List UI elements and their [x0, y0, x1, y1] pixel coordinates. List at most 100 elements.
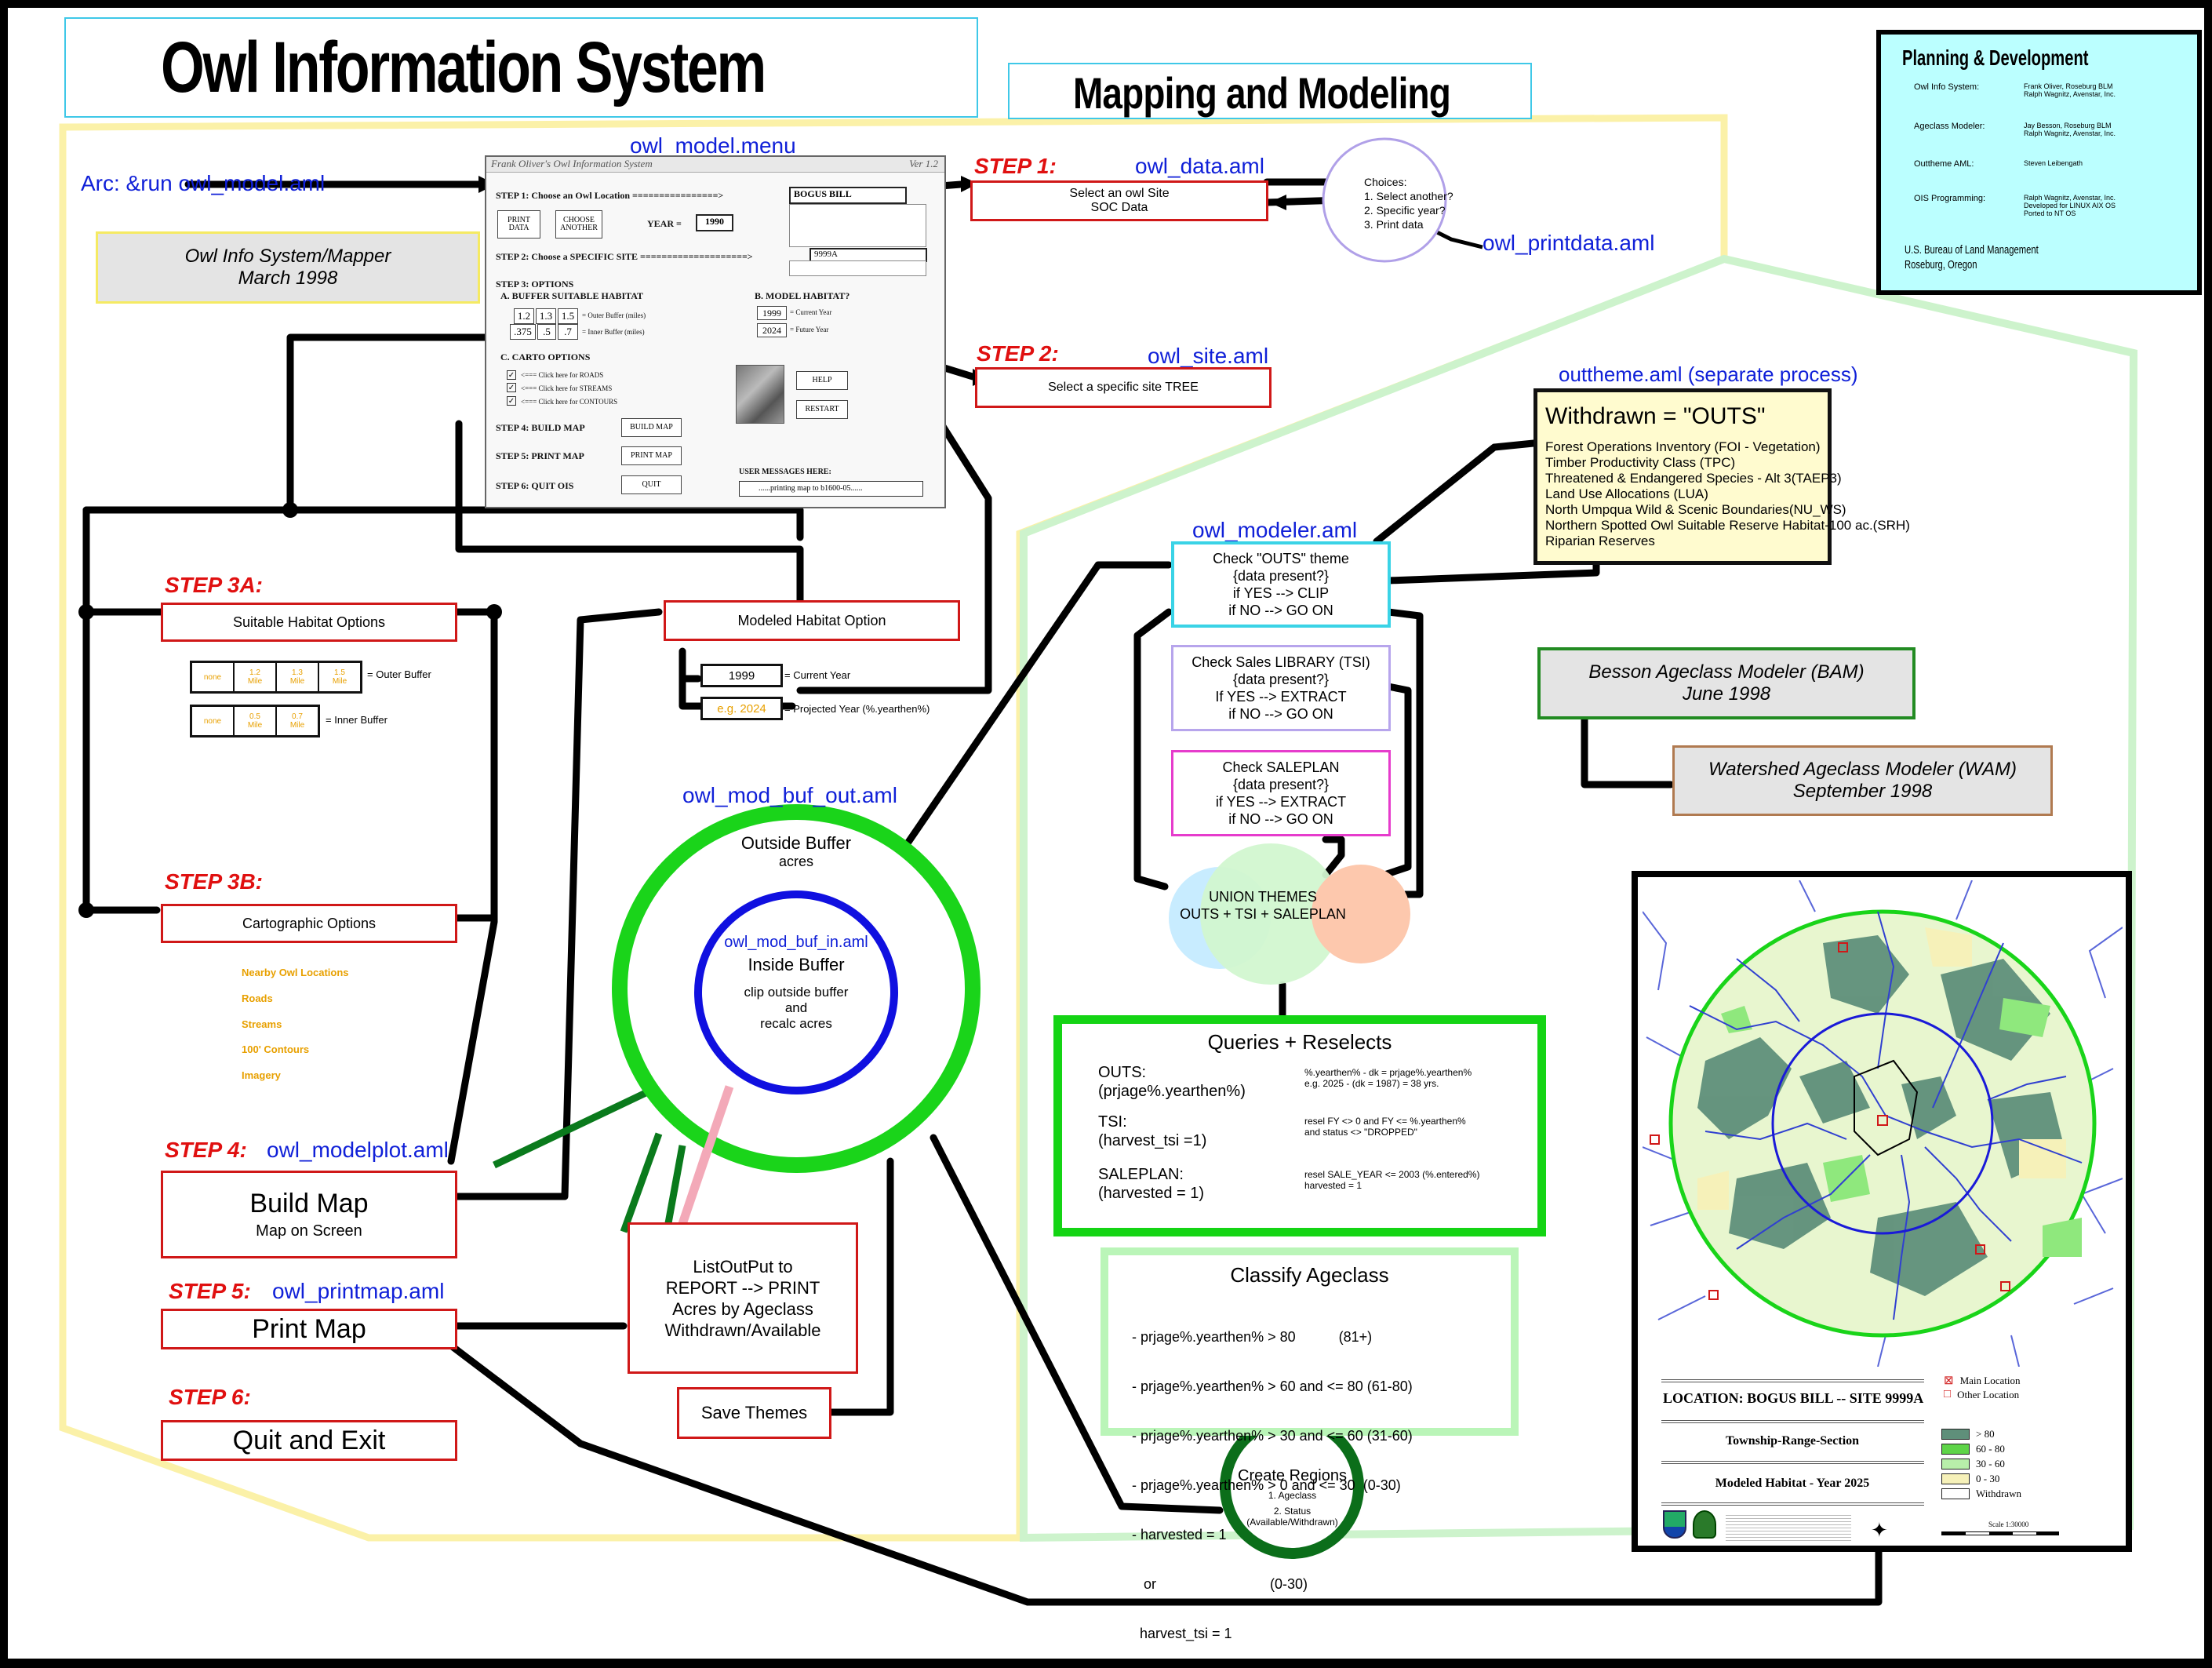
menu-model-habitat: B. MODEL HABITAT?	[755, 290, 850, 301]
diagram-canvas: Owl Information System Mapping and Model…	[8, 8, 2204, 1659]
list-output-box: ListOutPut to REPORT --> PRINT Acres by …	[628, 1222, 858, 1374]
print-map-menu-button[interactable]: PRINT MAP	[621, 446, 682, 465]
contours-option: <=== Click here for CONTOURS	[521, 398, 618, 406]
roads-checkbox[interactable]: ✓	[507, 370, 516, 380]
map-modeled: Modeled Habitat - Year 2025	[1715, 1477, 1870, 1490]
outer-buffer-text: = Outer Buffer	[367, 668, 431, 680]
menu-step5: STEP 5: PRINT MAP	[496, 450, 584, 461]
current-year-text: = Current Year	[784, 669, 851, 681]
check-saleplan-line: if YES --> EXTRACT	[1215, 794, 1347, 810]
check-outs-line: if NO --> GO ON	[1228, 603, 1333, 618]
class-row: 0 - 30	[1941, 1471, 2021, 1486]
planning-box	[1876, 30, 2202, 295]
save-themes-box: Save Themes	[677, 1387, 831, 1439]
planning-role: Owl Info System:	[1914, 82, 1980, 92]
inside-buffer-title: Inside Buffer	[748, 955, 845, 974]
outer-option[interactable]: none	[192, 663, 235, 691]
classify-line: - prjage%.yearthen% > 80 (81+)	[1132, 1329, 1373, 1345]
modeled-habitat-box: Modeled Habitat Option	[664, 600, 960, 641]
query-label: TSI: (harvest_tsi =1)	[1098, 1113, 1207, 1149]
wam-box: Watershed Ageclass Modeler (WAM) Septemb…	[1672, 745, 2053, 816]
cartographic-options-box: Cartographic Options	[161, 904, 457, 943]
blm-logo	[1663, 1510, 1686, 1539]
build-map-title: Build Map	[249, 1189, 369, 1218]
check-outs-box: Check "OUTS" theme {data present?} if YE…	[1171, 541, 1391, 628]
buf-in-label: owl_mod_buf_in.aml	[724, 934, 868, 951]
build-map-menu-button[interactable]: BUILD MAP	[621, 418, 682, 437]
inner-buffer-5[interactable]: .5	[537, 324, 556, 340]
choice-1: 1. Select another?	[1364, 190, 1453, 202]
menu-current-year[interactable]: 1999	[757, 306, 787, 320]
owl-data-label: owl_data.aml	[1135, 154, 1264, 178]
outer-option[interactable]: 1.2 Mile	[235, 663, 277, 691]
help-button[interactable]: HELP	[796, 371, 848, 390]
inner-option[interactable]: 0.5 Mile	[235, 707, 277, 735]
inner-buffer-375[interactable]: .375	[510, 324, 536, 340]
planning-people: Steven Leibengath	[2024, 159, 2083, 167]
outer-buffer-1-2[interactable]: 1.2	[514, 308, 534, 324]
planning-rows: Owl Info System: Frank Oliver, Roseburg B…	[1914, 82, 2196, 239]
choice-3: 3. Print data	[1364, 218, 1424, 231]
check-saleplan-line: {data present?}	[1232, 777, 1330, 792]
class-label: > 80	[1976, 1428, 1995, 1440]
check-sales-line: Check Sales LIBRARY (TSI)	[1191, 654, 1370, 670]
step-3a-label: STEP 3A:	[165, 573, 263, 597]
classify-line: harvest_tsi = 1	[1132, 1626, 1232, 1641]
inner-option[interactable]: none	[192, 707, 235, 735]
classify-line: - harvested = 1	[1132, 1527, 1227, 1542]
step-4-label: STEP 4:	[165, 1138, 247, 1162]
legend-main: ⊠Main Location	[1944, 1373, 2020, 1388]
print-map-box: Print Map	[161, 1309, 457, 1349]
inside-buffer-line: recalc acres	[760, 1016, 832, 1031]
printmap-label: owl_printmap.aml	[272, 1279, 445, 1303]
menu-title: Frank Oliver's Owl Information System	[491, 158, 653, 169]
soc-data: SOC Data	[1090, 201, 1148, 214]
menu-location-field	[789, 204, 926, 247]
legend-other: □Other Location	[1944, 1388, 2020, 1401]
menu-year-input[interactable]: 1990	[696, 214, 733, 231]
wam-title: Watershed Ageclass Modeler (WAM)	[1708, 759, 2017, 780]
menu-year-label: YEAR =	[647, 218, 682, 229]
step-1-label: STEP 1:	[974, 154, 1057, 178]
planning-role: Ageclass Modeler:	[1914, 122, 1985, 131]
class-swatch	[1941, 1428, 1970, 1440]
classify-box	[1101, 1247, 1519, 1436]
planning-people: Frank Oliver, Roseburg BLM Ralph Wagnitz…	[2024, 82, 2116, 98]
bam-date: June 1998	[1682, 683, 1771, 705]
map-rule	[1661, 1379, 1924, 1382]
planning-agency: U.S. Bureau of Land Management Roseburg,…	[1905, 243, 2039, 271]
planning-people: Ralph Wagnitz, Avenstar, Inc. Developed …	[2024, 194, 2116, 217]
quit-menu-button[interactable]: QUIT	[621, 475, 682, 494]
contours-checkbox[interactable]: ✓	[507, 396, 516, 406]
union-line: OUTS + TSI + SALEPLAN	[1180, 906, 1346, 922]
printdata-label: owl_printdata.aml	[1483, 231, 1655, 255]
menu-step2: STEP 2: Choose a SPECIFIC SITE =========…	[496, 251, 753, 262]
query-label: OUTS: (prjage%.yearthen%)	[1098, 1064, 1246, 1100]
streams-option: <=== Click here for STREAMS	[521, 384, 613, 392]
inside-buffer-line: and	[784, 1000, 808, 1015]
create-regions-item: 2. Status (Available/Withdrawn)	[1246, 1506, 1338, 1528]
inner-buffer-7[interactable]: .7	[558, 324, 578, 340]
create-regions-title: Create Regions	[1238, 1467, 1347, 1484]
step-3b-label: STEP 3B:	[165, 869, 263, 894]
menu-location-value[interactable]: BOGUS BILL	[789, 187, 907, 204]
outer-option[interactable]: 1.5 Mile	[332, 668, 347, 686]
inner-buffer-text: = Inner Buffer	[326, 714, 387, 726]
outer-buffer-1-3[interactable]: 1.3	[536, 308, 556, 324]
carto-imagery: Imagery	[242, 1069, 281, 1081]
outer-buffer-1-5[interactable]: 1.5	[558, 308, 578, 324]
menu-step3: STEP 3: OPTIONS	[496, 279, 574, 290]
outer-option[interactable]: 1.3 Mile	[277, 663, 319, 691]
choose-another-button[interactable]: CHOOSE ANOTHER	[555, 210, 602, 239]
modelplot-label: owl_modelplot.aml	[267, 1138, 449, 1162]
streams-checkbox[interactable]: ✓	[507, 383, 516, 392]
check-outs-line: {data present?}	[1232, 568, 1330, 584]
print-data-button[interactable]: PRINT DATA	[497, 210, 540, 239]
menu-titlebar: Frank Oliver's Owl Information System Ve…	[486, 157, 944, 173]
menu-future-year[interactable]: 2024	[757, 323, 787, 337]
mapper-title: Owl Info System/Mapper	[184, 246, 391, 267]
map-trs: Township-Range-Section	[1725, 1434, 1860, 1448]
create-regions-item: 1. Ageclass	[1268, 1490, 1317, 1501]
inner-option[interactable]: 0.7 Mile	[289, 712, 305, 730]
restart-button[interactable]: RESTART	[796, 400, 848, 419]
